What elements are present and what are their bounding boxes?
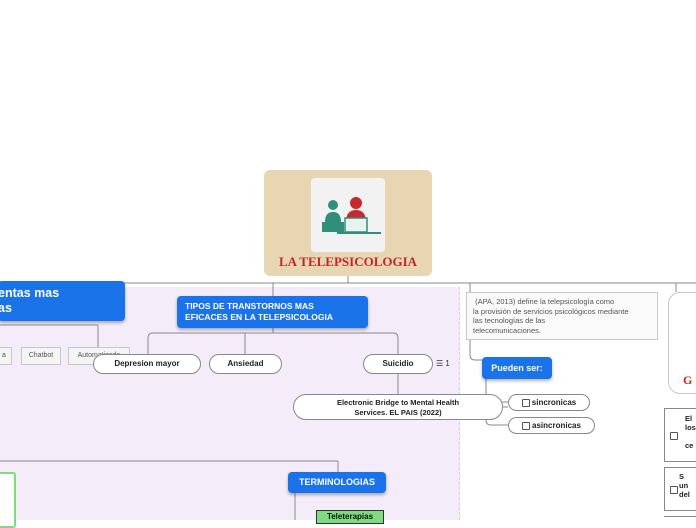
tool-item[interactable]: a — [0, 347, 12, 365]
type-depresion-mayor[interactable]: Depresion mayor — [93, 354, 201, 374]
central-title: LA TELEPSICOLOGIA — [278, 254, 418, 269]
right-divider — [664, 516, 696, 517]
right-box-2[interactable]: S un del — [664, 467, 696, 511]
type-ansiedad[interactable]: Ansiedad — [209, 354, 282, 374]
checkbox-icon[interactable] — [670, 432, 678, 440]
checkbox-icon[interactable] — [522, 421, 531, 430]
option-sincronicas[interactable]: sincronicas — [508, 394, 590, 411]
type-suicidio[interactable]: Suicidio — [363, 354, 433, 374]
tools-topic-label: entas mas as — [0, 286, 60, 315]
right-cut-off-topic[interactable]: G — [668, 292, 696, 394]
terminologies-topic[interactable]: TERMINOLOGIAS — [288, 472, 386, 493]
tools-topic[interactable]: entas mas as — [0, 281, 125, 321]
checkbox-icon[interactable] — [670, 486, 678, 494]
list-icon: ☰ — [436, 359, 444, 368]
right-topic-letter: G — [683, 373, 693, 387]
right-box-1[interactable]: El los ce — [664, 408, 696, 462]
definition-note[interactable]: (APA, 2013) define la telepsicología com… — [466, 292, 658, 340]
pueden-ser-topic[interactable]: Pueden ser: — [482, 357, 552, 379]
types-topic[interactable]: TIPOS DE TRANSTORNOS MAS EFICACES EN LA … — [177, 296, 368, 328]
subtopic-count-badge[interactable]: ☰ 1 — [436, 359, 450, 368]
central-topic[interactable]: LA TELEPSICOLOGIA — [264, 170, 432, 276]
telepsychology-people-icon — [311, 178, 385, 252]
term-teleterapias[interactable]: Teleterapias — [316, 510, 384, 524]
tool-item-chatbot[interactable]: Chatbot — [21, 347, 61, 365]
checkbox-icon[interactable] — [521, 398, 530, 407]
suicide-source[interactable]: Electronic Bridge to Mental Health Servi… — [293, 394, 503, 420]
option-asincronicas[interactable]: asincronicas — [508, 417, 595, 434]
types-topic-label: TIPOS DE TRANSTORNOS MAS EFICACES EN LA … — [185, 301, 333, 322]
